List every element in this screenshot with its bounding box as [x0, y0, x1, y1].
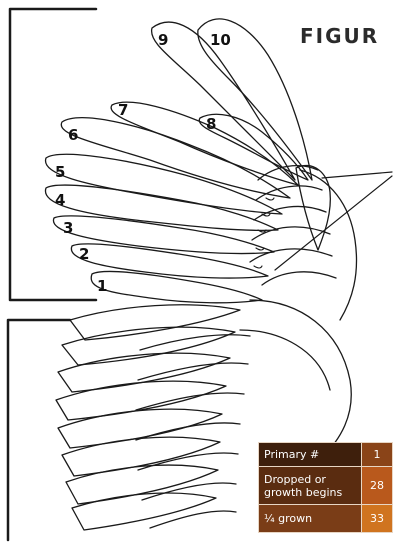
secondary-feather	[56, 381, 226, 420]
feather-number-2: 2	[79, 245, 89, 263]
secondaries-bracket	[8, 320, 70, 540]
feather-number-7: 7	[118, 101, 128, 119]
row-value: 1	[362, 443, 393, 467]
primary-feather-6	[61, 118, 290, 198]
row-value: 33	[362, 505, 393, 533]
secondary-feather	[66, 465, 218, 504]
row-value: 28	[362, 467, 393, 505]
feather-number-9: 9	[158, 31, 168, 49]
wrist-outline	[300, 170, 357, 320]
secondary-feather	[58, 353, 230, 392]
feather-number-3: 3	[63, 219, 73, 237]
figure-title: FIGUR	[300, 24, 379, 48]
covert-row	[136, 335, 250, 528]
wing-body-edge	[240, 300, 351, 460]
primary-feather-5	[46, 154, 282, 214]
feather-number-1: 1	[97, 277, 107, 295]
feather-number-8: 8	[206, 115, 216, 133]
primary-feather-4	[45, 185, 278, 230]
row-label: Dropped or growth begins	[259, 467, 362, 505]
row-label: ¼ grown	[259, 505, 362, 533]
secondary-feather	[62, 437, 220, 476]
feather-number-4: 4	[55, 191, 65, 209]
feather-number-5: 5	[55, 163, 65, 181]
secondary-feather	[72, 493, 216, 530]
row-label: Primary #	[259, 443, 362, 467]
secondary-feather	[58, 409, 222, 448]
feather-number-10: 10	[210, 31, 231, 49]
feather-number-6: 6	[68, 126, 78, 144]
table-row: Primary #1	[259, 443, 393, 467]
